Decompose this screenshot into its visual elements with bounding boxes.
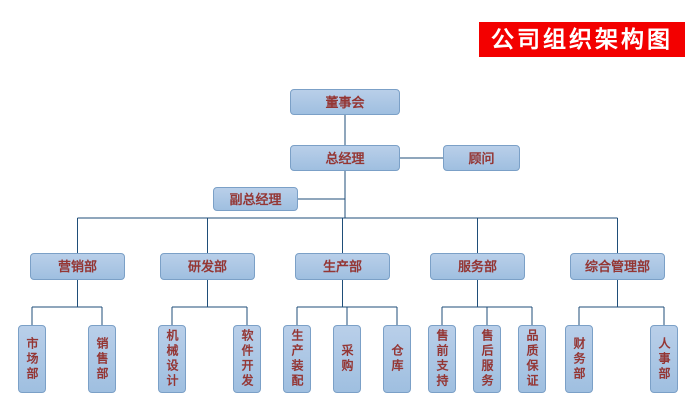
node-dept-general-management: 综合管理部 (570, 253, 665, 280)
node-dept-marketing: 营销部 (30, 253, 125, 280)
node-general-manager: 总经理 (290, 145, 400, 171)
node-dept-production: 生产部 (295, 253, 390, 280)
node-hr: 人事部 (650, 325, 678, 393)
node-mechanical-design: 机械设计 (158, 325, 186, 393)
node-presales-support: 售前支持 (428, 325, 456, 393)
node-sales: 销售部 (88, 325, 116, 393)
page-title: 公司组织架构图 (479, 22, 685, 58)
node-dept-service: 服务部 (430, 253, 525, 280)
node-production-assembly: 生产装配 (283, 325, 311, 393)
node-quality-assurance: 品质保证 (518, 325, 546, 393)
node-procurement: 采购 (333, 325, 361, 393)
node-deputy-general-manager: 副总经理 (213, 187, 298, 211)
node-finance: 财务部 (565, 325, 593, 393)
node-warehouse: 仓库 (383, 325, 411, 393)
node-aftersales-service: 售后服务 (473, 325, 501, 393)
node-advisor: 顾问 (443, 145, 520, 171)
node-dept-rnd: 研发部 (160, 253, 255, 280)
node-software-dev: 软件开发 (233, 325, 261, 393)
node-board: 董事会 (290, 89, 400, 115)
node-market: 市场部 (18, 325, 46, 393)
